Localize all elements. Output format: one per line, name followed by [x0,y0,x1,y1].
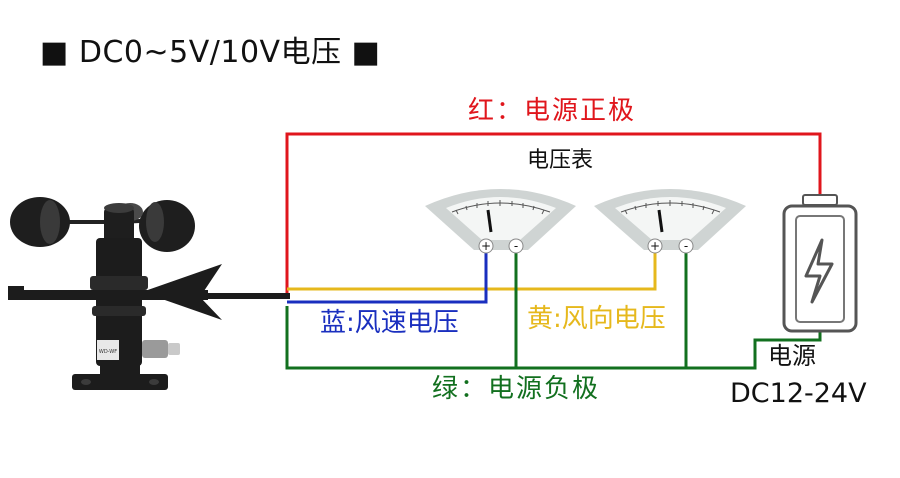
battery-cap [802,194,838,206]
meter-scale [451,202,551,213]
red-wire-label: 红：电源正极 [468,96,637,126]
green-wire-label: 绿：电源负极 [432,374,601,404]
plus-sign: + [481,239,491,253]
sensor-body-band [92,306,146,316]
voltmeter-wind-speed: + - [425,189,576,254]
meter-terminal-minus [678,238,694,254]
sensor-base-stem [100,362,140,376]
vane-counterweight [8,286,24,300]
red-wire [285,132,822,295]
sensor-base-hole [81,379,91,385]
cup-rim-right [146,202,164,242]
cup-rim-left [40,200,60,244]
page-title: ■ DC0~5V/10V电压 ■ [40,35,381,70]
plus-sign: + [650,239,660,253]
vane-arm [138,290,208,300]
yellow-wire [287,246,657,291]
lightning-bolt-icon [804,238,834,304]
sensor-tag [97,340,119,360]
power-supply-voltage: DC12-24V [730,378,867,409]
sensor-tag-text: WD-WF [99,349,117,355]
sensor-body [96,238,142,366]
battery-body-inner [795,215,845,323]
voltmeter-label: 电压表 [527,148,594,173]
wind-speed-direction-sensor-icon: WD-WF [8,197,222,390]
power-supply-label: 电源 [768,342,816,370]
minus-sign: - [514,239,518,253]
vane-shaft [20,290,102,300]
meter-needle [486,209,493,233]
minus-sign: - [684,239,688,253]
meter-terminal-minus [508,238,524,254]
cable-connector-tip [168,343,180,355]
voltmeter-wind-direction: + - [594,189,746,254]
meter-dial [446,197,556,240]
cable-connector [142,340,168,358]
sensor-base-hole [149,379,159,385]
meter-ticks [624,200,715,215]
meter-needle [657,209,664,233]
meter-dial [615,197,726,240]
meter-terminal-plus [478,238,494,254]
rotor-hub [104,208,134,242]
blue-wire-label: 蓝:风速电压 [320,308,459,338]
meter-ticks [455,200,545,215]
rotor-hub-top [104,203,134,213]
sensor-body-band [90,276,148,290]
meter-terminal-plus [647,238,663,254]
blue-wire [287,246,488,304]
sensor-base-flange [72,374,168,390]
yellow-wire-label: 黄:风向电压 [527,304,666,334]
green-wire [285,306,822,370]
lightning-bolt-battery-icon [782,194,858,333]
